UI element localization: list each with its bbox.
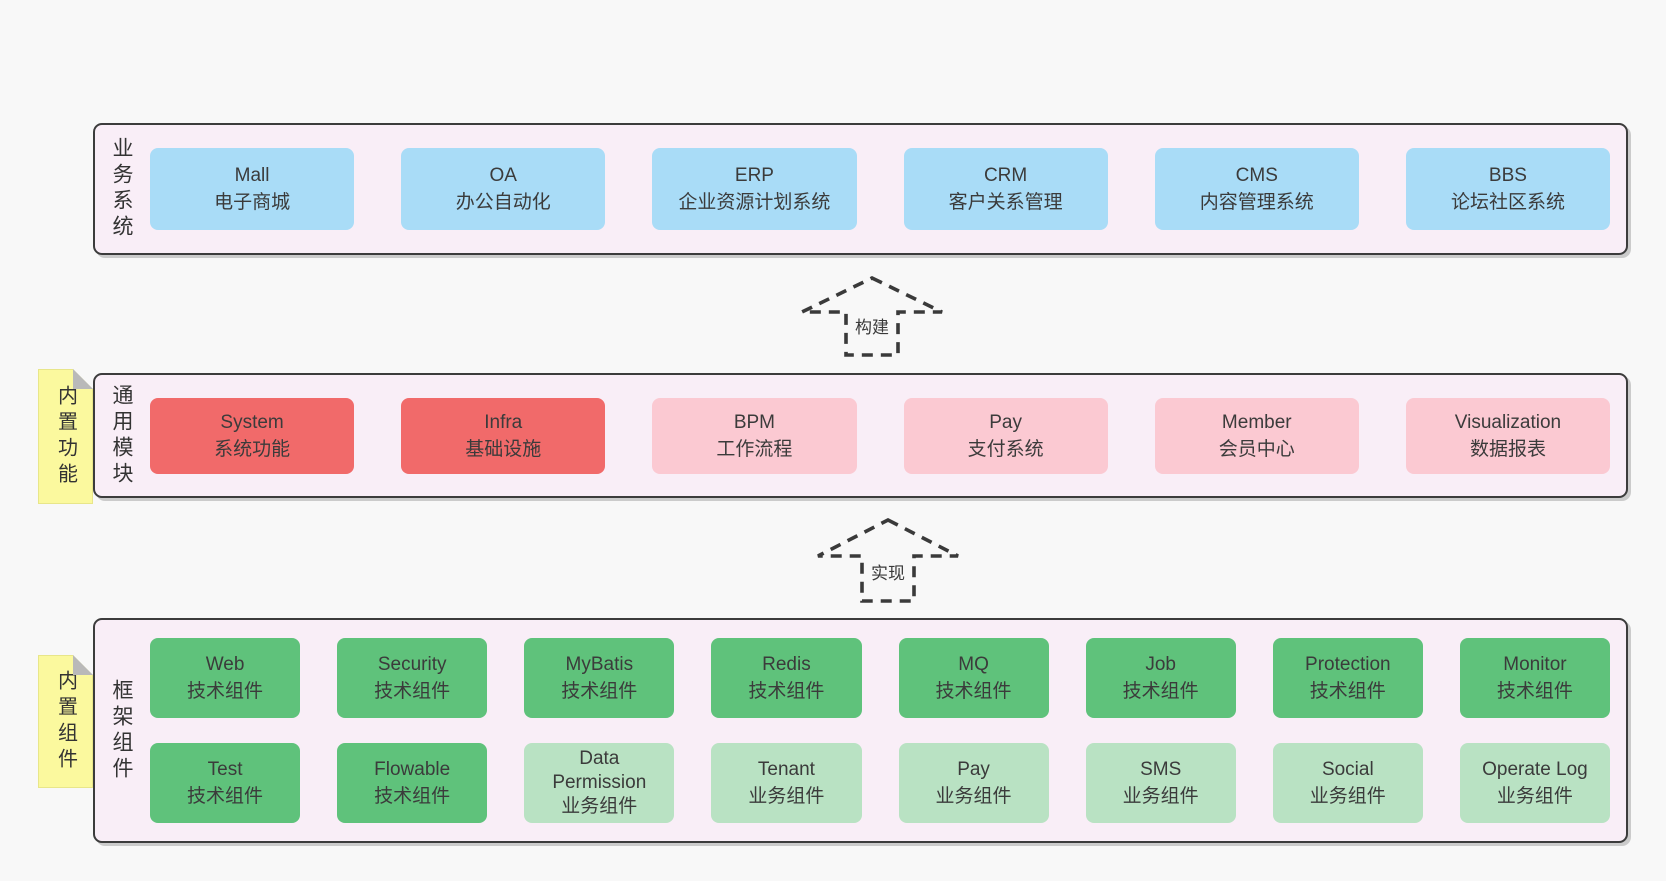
box-data-permission: Data Permission 业务组件 xyxy=(524,743,675,823)
box-redis: Redis 技术组件 xyxy=(711,638,862,718)
folded-corner-icon xyxy=(73,655,93,675)
components-row-1: Web 技术组件 Security 技术组件 MyBatis 技术组件 Redi… xyxy=(150,638,1610,718)
sticky-note-built-in-features: 内置功能 xyxy=(38,369,93,504)
up-arrow-icon xyxy=(817,518,959,603)
band-side-label: 通用模块 xyxy=(110,383,133,488)
box-pay-system: Pay 支付系统 xyxy=(903,397,1108,474)
dashed-up-arrow-build: 构建 xyxy=(799,276,945,358)
box-crm: CRM 客户关系管理 xyxy=(903,148,1108,230)
box-social: Social 业务组件 xyxy=(1272,743,1423,823)
folded-corner-icon xyxy=(73,369,93,389)
band-side-label: 业务系统 xyxy=(110,137,133,241)
band-side-label: 框架组件 xyxy=(110,678,133,783)
modules-box-row: System 系统功能 Infra 基础设施 BPM 工作流程 Pay 支付系统… xyxy=(142,397,1626,474)
components-row-2: Test 技术组件 Flowable 技术组件 Data Permission … xyxy=(150,743,1610,823)
box-system: System 系统功能 xyxy=(150,397,355,474)
box-monitor: Monitor 技术组件 xyxy=(1459,638,1610,718)
box-erp: ERP 企业资源计划系统 xyxy=(652,148,857,230)
box-bbs: BBS 论坛社区系统 xyxy=(1405,148,1611,230)
box-mybatis: MyBatis 技术组件 xyxy=(524,638,675,718)
box-flowable: Flowable 技术组件 xyxy=(337,743,488,823)
up-arrow-icon xyxy=(801,276,943,357)
box-security: Security 技术组件 xyxy=(337,638,488,718)
box-web: Web 技术组件 xyxy=(150,638,301,718)
arrow-label-implement: 实现 xyxy=(815,559,961,584)
box-protection: Protection 技术组件 xyxy=(1272,638,1423,718)
business-box-row: Mall 电子商城 OA 办公自动化 ERP 企业资源计划系统 CRM 客户关系… xyxy=(142,148,1626,230)
box-visualization: Visualization 数据报表 xyxy=(1405,397,1611,474)
box-bpm: BPM 工作流程 xyxy=(652,397,857,474)
box-sms: SMS 业务组件 xyxy=(1085,743,1236,823)
box-job: Job 技术组件 xyxy=(1085,638,1236,718)
arrow-label-build: 构建 xyxy=(799,313,945,338)
box-operate-log: Operate Log 业务组件 xyxy=(1459,743,1610,823)
sticky-note-built-in-components: 内置组件 xyxy=(38,655,93,788)
sticky-note-label: 内置功能 xyxy=(54,384,77,489)
components-rows: Web 技术组件 Security 技术组件 MyBatis 技术组件 Redi… xyxy=(142,638,1626,823)
box-oa: OA 办公自动化 xyxy=(401,148,606,230)
box-pay-component: Pay 业务组件 xyxy=(898,743,1049,823)
box-mall: Mall 电子商城 xyxy=(150,148,355,230)
band-business-systems: 业务系统 Mall 电子商城 OA 办公自动化 ERP 企业资源计划系统 CRM… xyxy=(93,123,1628,255)
box-tenant: Tenant 业务组件 xyxy=(711,743,862,823)
box-cms: CMS 内容管理系统 xyxy=(1154,148,1359,230)
box-infra: Infra 基础设施 xyxy=(401,397,606,474)
box-mq: MQ 技术组件 xyxy=(898,638,1049,718)
dashed-up-arrow-implement: 实现 xyxy=(815,518,961,604)
sticky-note-label: 内置组件 xyxy=(54,669,77,774)
band-framework-components: 框架组件 Web 技术组件 Security 技术组件 MyBatis 技术组件… xyxy=(93,618,1628,843)
box-test: Test 技术组件 xyxy=(150,743,301,823)
band-common-modules: 通用模块 System 系统功能 Infra 基础设施 BPM 工作流程 Pay… xyxy=(93,373,1628,498)
box-member: Member 会员中心 xyxy=(1154,397,1359,474)
